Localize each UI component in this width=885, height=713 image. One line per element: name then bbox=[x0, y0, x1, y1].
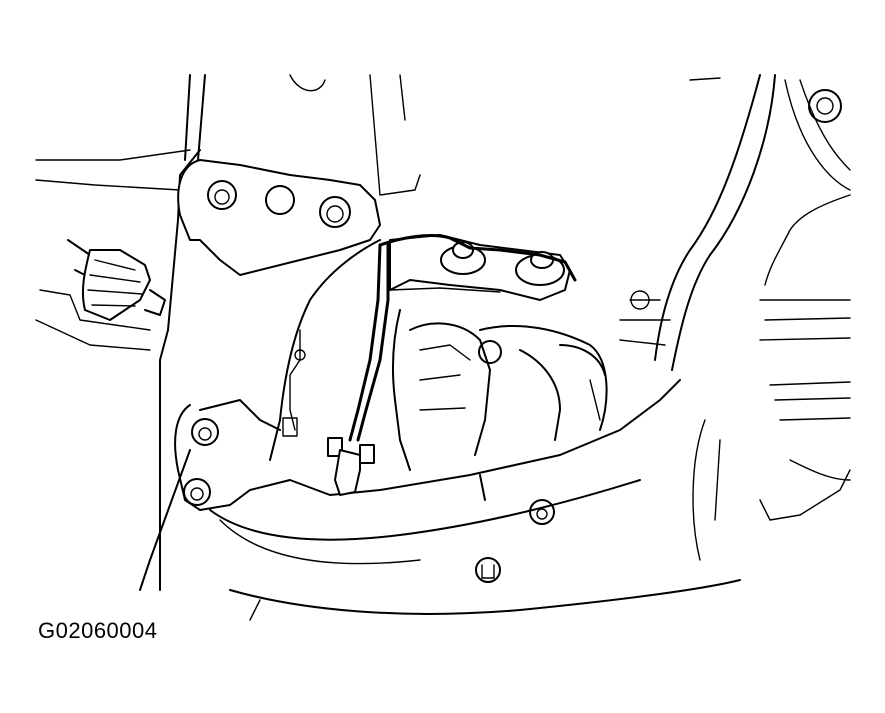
harness-bracket bbox=[389, 234, 571, 301]
sensor-wire bbox=[348, 234, 577, 442]
lower-mount-bracket bbox=[174, 379, 681, 565]
oxygen-sensor bbox=[327, 437, 375, 496]
figure-code: G02060004 bbox=[38, 618, 158, 643]
engine-housing bbox=[269, 239, 671, 583]
bellows-boot bbox=[67, 239, 166, 321]
mounting-bracket bbox=[177, 159, 381, 276]
body-structure bbox=[35, 74, 851, 621]
